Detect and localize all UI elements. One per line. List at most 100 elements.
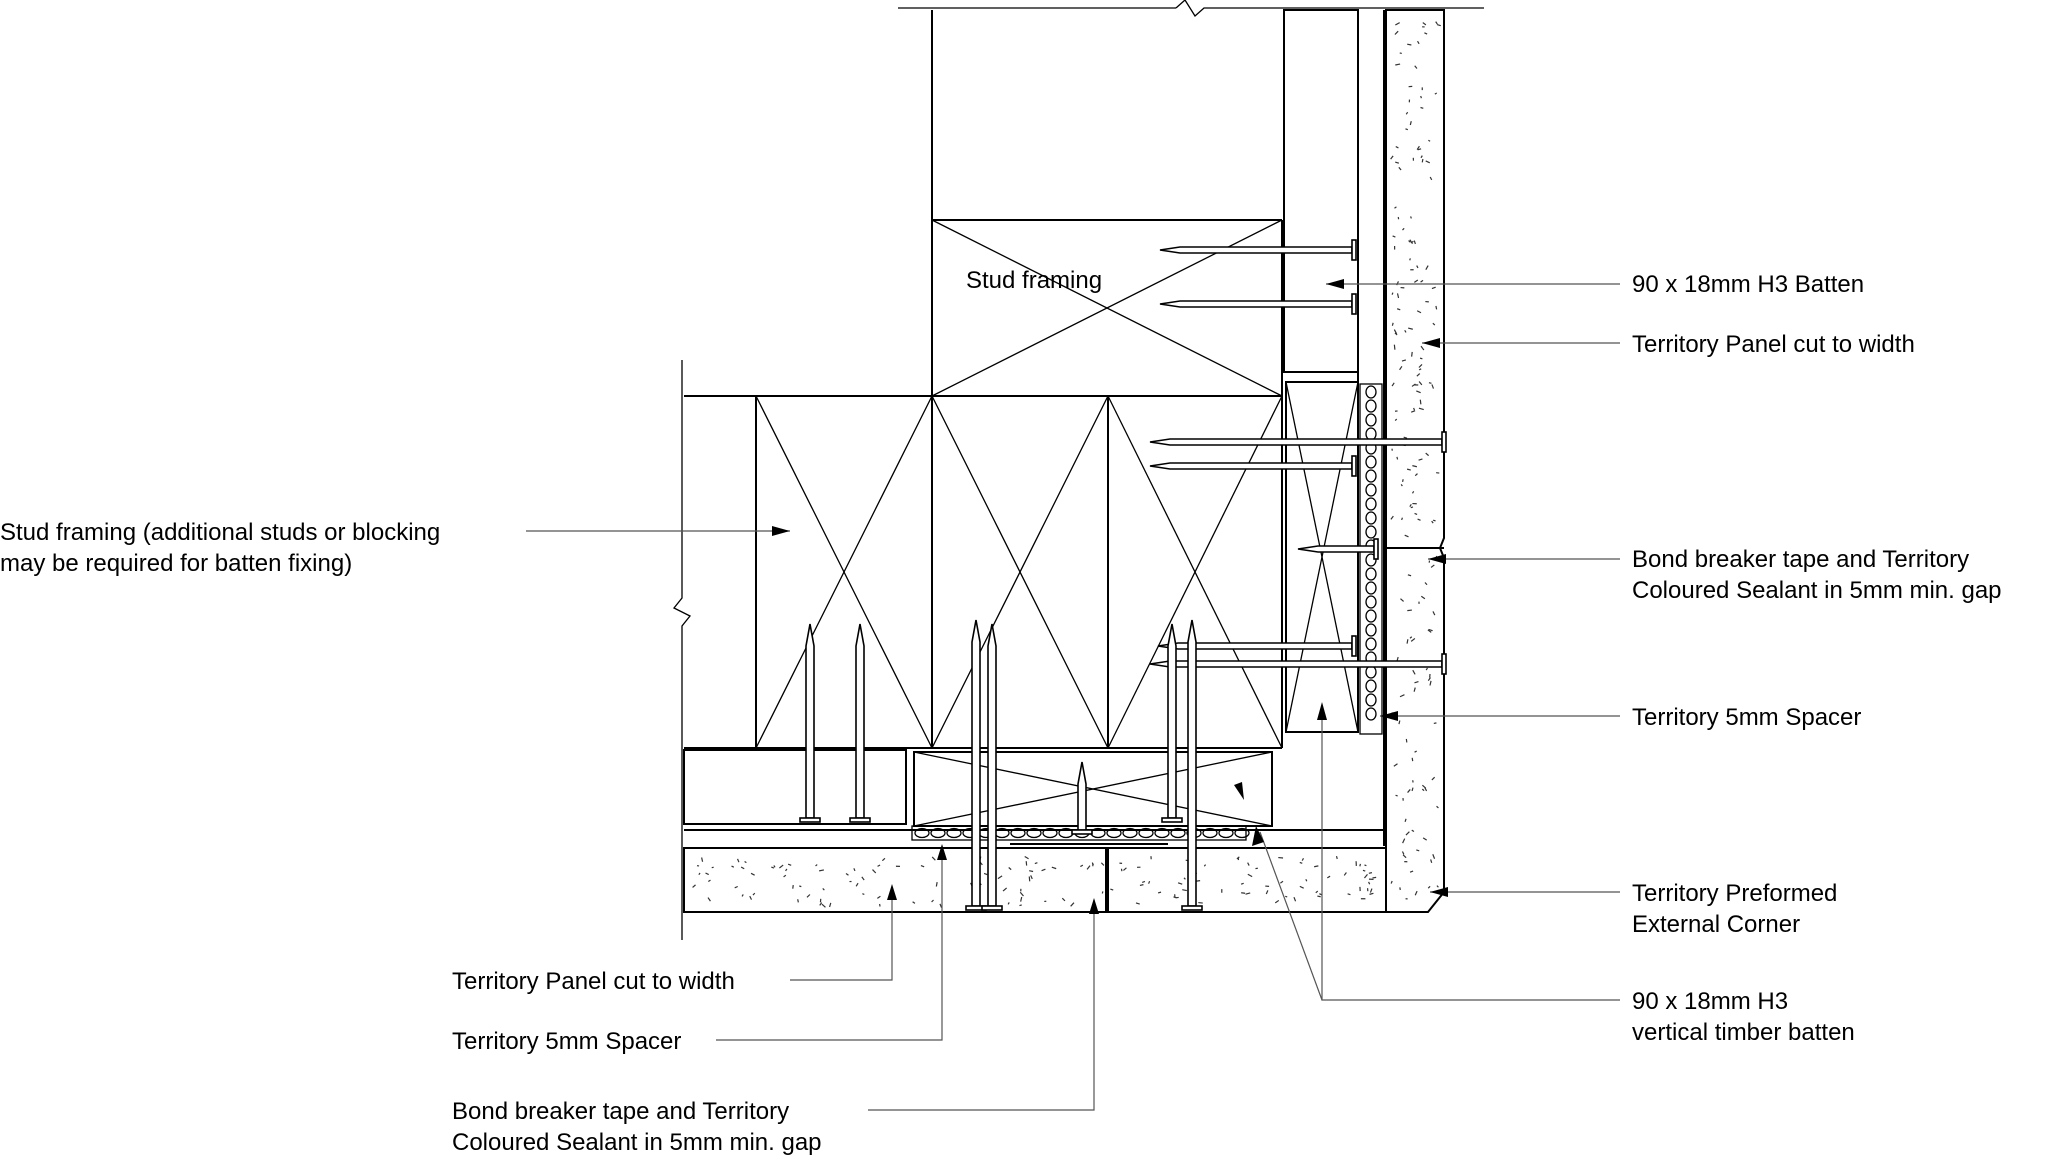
texture-speck: [1139, 884, 1144, 887]
texture-speck: [1061, 897, 1066, 902]
texture-speck: [881, 857, 886, 862]
texture-speck: [1432, 854, 1436, 859]
texture-speck: [1416, 310, 1422, 314]
spacer-link: [1234, 827, 1250, 839]
label-right-vbatten-1: 90 x 18mm H3: [1632, 988, 1788, 1015]
spacer-body: [1359, 383, 1383, 735]
texture-speck: [1362, 869, 1366, 872]
texture-speck: [1402, 227, 1405, 231]
texture-speck: [1391, 322, 1394, 326]
texture-speck: [1412, 465, 1418, 468]
texture-speck: [1394, 206, 1397, 209]
texture-speck: [819, 902, 823, 906]
texture-speck: [1402, 479, 1404, 483]
texture-speck: [1396, 456, 1399, 460]
texture-speck: [1417, 148, 1422, 151]
texture-speck: [1299, 885, 1304, 889]
spacer-link: [946, 827, 962, 839]
texture-speck: [1395, 161, 1400, 164]
spacer-link: [1218, 827, 1234, 839]
texture-speck: [1409, 636, 1413, 639]
label-right-panel: Territory Panel cut to width: [1632, 331, 1915, 358]
texture-speck: [1428, 628, 1433, 632]
texture-speck: [1019, 891, 1024, 897]
texture-speck: [1285, 895, 1288, 898]
texture-speck: [1428, 139, 1431, 142]
texture-speck: [1414, 681, 1419, 684]
texture-speck: [1020, 896, 1023, 902]
texture-speck: [931, 899, 934, 903]
texture-speck: [692, 884, 696, 888]
spacer-link: [1365, 623, 1377, 637]
texture-speck: [698, 872, 701, 876]
texture-speck: [1305, 879, 1308, 882]
texture-speck: [749, 895, 753, 900]
texture-speck: [1343, 872, 1347, 876]
texture-speck: [773, 865, 776, 868]
texture-speck: [1409, 239, 1414, 244]
label-right-bond-1: Bond breaker tape and Territory: [1632, 546, 1969, 573]
spacer-link: [1365, 385, 1377, 399]
texture-speck: [845, 873, 849, 876]
texture-speck: [1421, 158, 1424, 163]
annotation-labels: Stud framing Stud framing (additional st…: [0, 267, 2002, 1156]
texture-speck: [1395, 794, 1398, 797]
texture-speck: [1157, 891, 1162, 894]
vertical-nails: [799, 619, 1203, 911]
spacer-link: [1026, 827, 1042, 839]
texture-speck: [1413, 279, 1419, 283]
texture-speck: [1407, 43, 1412, 46]
texture-speck: [1369, 892, 1374, 895]
texture-speck: [1390, 515, 1394, 520]
spacer-link: [1170, 827, 1186, 839]
texture-speck: [1416, 145, 1420, 150]
texture-speck: [1391, 382, 1395, 387]
nail: [981, 623, 1003, 911]
texture-speck: [1416, 849, 1420, 852]
texture-speck: [1410, 216, 1412, 219]
texture-speck: [1422, 837, 1428, 841]
texture-speck: [1424, 787, 1428, 792]
texture-speck: [1247, 862, 1250, 866]
spacer-link: [1365, 567, 1377, 581]
texture-speck: [1399, 52, 1402, 55]
nail: [1297, 538, 1379, 560]
texture-speck: [1395, 146, 1399, 149]
texture-speck: [1203, 864, 1207, 867]
texture-speck: [1412, 669, 1416, 675]
texture-speck: [1400, 484, 1403, 487]
spacer-link: [930, 827, 946, 839]
label-bottom-bond-2: Coloured Sealant in 5mm min. gap: [452, 1129, 822, 1156]
texture-speck: [1024, 855, 1029, 860]
texture-speck: [1398, 166, 1402, 171]
texture-speck: [1030, 875, 1033, 880]
spacer-link: [1365, 553, 1377, 567]
texture-speck: [1411, 490, 1415, 494]
texture-speck: [731, 865, 735, 868]
texture-speck: [1390, 880, 1393, 884]
nail: [1159, 293, 1357, 315]
texture-speck: [1424, 582, 1428, 586]
texture-speck: [1314, 865, 1319, 868]
texture-speck: [1391, 292, 1394, 295]
texture-speck: [1429, 680, 1432, 686]
nail: [1149, 653, 1447, 675]
texture-speck: [1029, 870, 1034, 873]
texture-speck: [1301, 858, 1305, 861]
texture-speck: [1372, 876, 1377, 879]
label-right-corner-1: Territory Preformed: [1632, 880, 1837, 907]
texture-speck: [1368, 872, 1373, 874]
texture-speck: [799, 885, 802, 888]
texture-speck: [855, 882, 859, 887]
texture-speck: [1101, 891, 1104, 894]
texture-speck: [1409, 121, 1412, 126]
texture-speck: [701, 857, 704, 862]
texture-speck: [1148, 880, 1151, 884]
texture-speck: [1390, 155, 1394, 160]
label-bottom-spacer: Territory 5mm Spacer: [452, 1028, 681, 1055]
label-stud-framing-left-2: may be required for batten fixing): [0, 550, 352, 577]
texture-speck: [819, 869, 825, 872]
texture-speck: [1414, 65, 1418, 69]
texture-speck: [1436, 23, 1441, 27]
texture-speck: [853, 868, 856, 872]
